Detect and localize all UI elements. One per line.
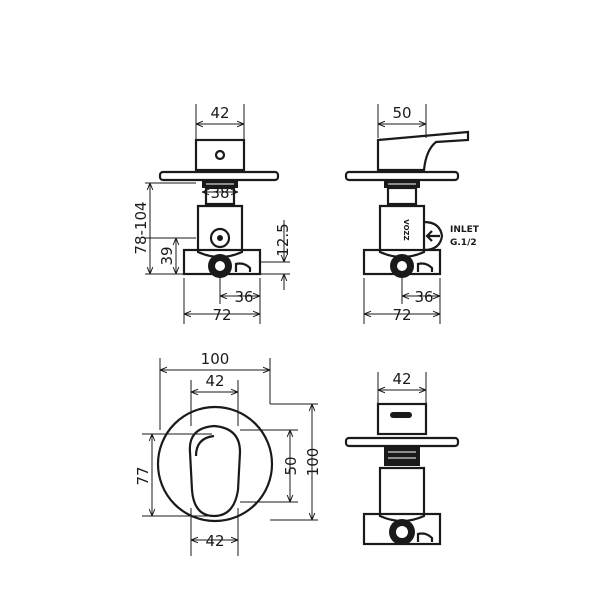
plate-lever-handle <box>188 424 242 518</box>
dim-plate-handle-length: 50 <box>282 456 300 475</box>
dim-side-inner-width: 36 <box>414 288 433 306</box>
dim-plate-handle-width-bottom: 42 <box>205 532 224 550</box>
inlet-label: INLET <box>450 225 480 235</box>
front-collar <box>204 186 236 206</box>
dim-side-base-width: 72 <box>392 306 411 324</box>
dim-plate-width: 100 <box>201 350 230 368</box>
dim-plate-handle-width-top: 42 <box>205 372 224 390</box>
side-dimensions: 50 36 72 <box>363 104 441 324</box>
plate-dimensions: 100 42 77 50 100 42 <box>134 350 322 556</box>
third-handle <box>376 402 428 436</box>
side-view: VOZZ INLET G.1/2 <box>344 130 480 278</box>
dim-third-top-width: 42 <box>392 370 411 388</box>
front-port-upper <box>209 227 231 249</box>
side-brand-mark: VOZZ <box>402 219 410 240</box>
side-wall-plate <box>344 170 460 182</box>
dim-front-top-width: 42 <box>210 104 229 122</box>
dim-plate-height: 100 <box>304 448 322 477</box>
dim-side-handle-width: 50 <box>392 104 411 122</box>
dim-front-base-width: 72 <box>212 306 231 324</box>
side-lever-handle <box>376 130 470 172</box>
plate-view <box>156 405 274 523</box>
dim-plate-handle-height: 77 <box>134 466 152 485</box>
side-collar <box>386 186 418 206</box>
dim-front-inner-height: 39 <box>158 246 176 265</box>
side-inlet-port <box>423 220 444 252</box>
inlet-thread: G.1/2 <box>450 238 477 248</box>
front-wall-plate <box>158 170 280 182</box>
dim-front-depth-range: 78-104 <box>132 201 150 254</box>
front-handle-screw <box>214 149 226 161</box>
third-dimensions: 42 <box>377 370 427 404</box>
front-dimensions: 42 38 78-104 39 12.5 36 72 <box>132 104 292 324</box>
dim-front-shaft: 38 <box>210 184 229 202</box>
third-view <box>344 402 460 546</box>
third-wall-plate <box>344 436 460 448</box>
cover-plate <box>156 405 274 523</box>
front-handle <box>194 138 246 172</box>
inlet-arrow-icon <box>425 230 440 242</box>
dim-front-half-height: 12.5 <box>274 223 292 256</box>
dim-front-inner-width: 36 <box>234 288 253 306</box>
third-shaft <box>384 446 420 466</box>
